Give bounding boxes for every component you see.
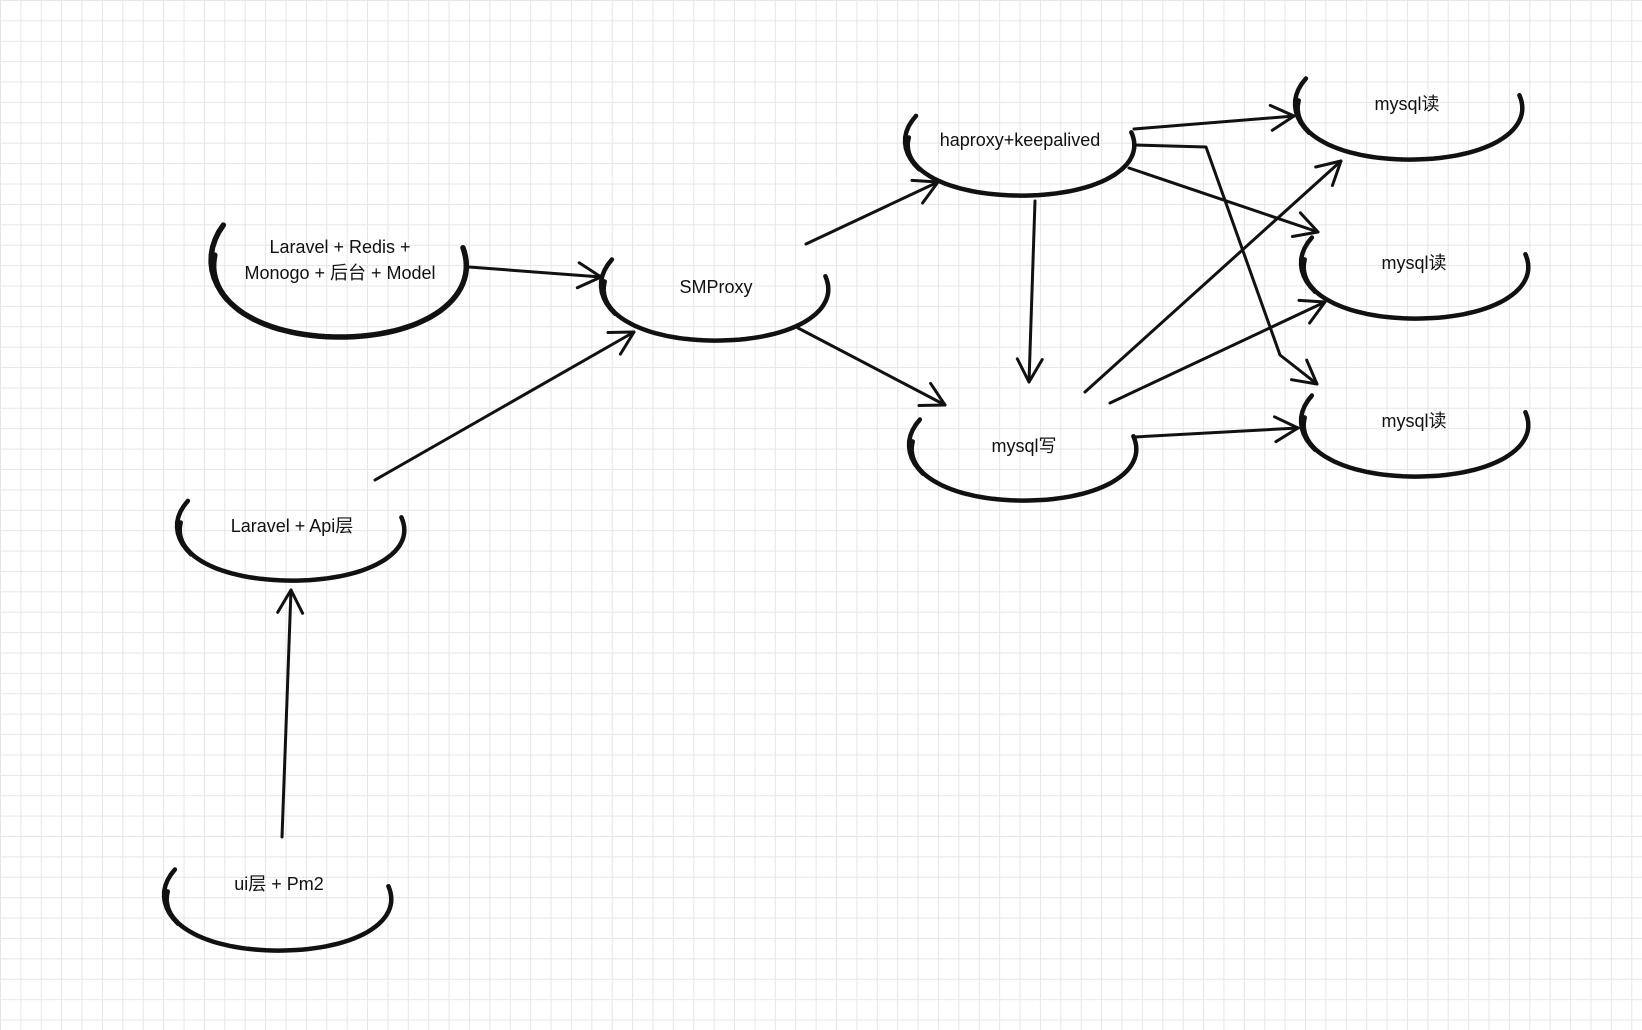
- node-label-mysql-write: mysql写: [991, 433, 1056, 459]
- edge-api-to-smproxy[interactable]: [373, 330, 636, 482]
- node-label-mysql-read-1: mysql读: [1374, 91, 1439, 117]
- edge-haproxy-to-mysql-read-1[interactable]: [1132, 114, 1296, 131]
- node-haproxy-line-1: haproxy+keepalived: [939, 130, 1101, 150]
- node-ui-line-1: ui层 + Pm2: [234, 874, 324, 894]
- nodes-layer: [161, 76, 1531, 953]
- node-haproxy-stroke: [902, 113, 922, 172]
- edge-smproxy-to-haproxy[interactable]: [804, 180, 940, 246]
- node-mysql-read-1-stroke: [1292, 76, 1312, 136]
- edge-mysql-write-to-mysql-read-1[interactable]: [1083, 159, 1343, 394]
- edges-layer: [276, 103, 1343, 839]
- edge-mysql-write-to-mysql-read-3[interactable]: [1133, 426, 1300, 439]
- node-ui-stroke: [161, 867, 181, 927]
- node-admin-line-1: Laravel + Redis +: [269, 237, 411, 257]
- arrowhead-mysql-read-3: [1273, 415, 1300, 444]
- node-mysql-read-1-line-1: mysql读: [1374, 94, 1440, 114]
- node-mysql-read-2-line-1: mysql读: [1381, 253, 1447, 273]
- arrowhead-smproxy: [606, 330, 636, 356]
- node-mysql-read-3-line-1: mysql读: [1381, 411, 1447, 431]
- node-admin-stroke: [208, 222, 230, 303]
- node-mysql-write-line-1: mysql写: [991, 436, 1057, 456]
- node-label-haproxy: haproxy+keepalived: [940, 127, 1101, 153]
- node-label-smproxy: SMProxy: [679, 274, 752, 300]
- edge-ui-to-api[interactable]: [280, 588, 293, 839]
- arrowhead-mysql-write: [917, 381, 947, 407]
- arrowhead-mysql-write: [1015, 357, 1044, 384]
- node-mysql-read-3-stroke: [1298, 393, 1318, 453]
- node-mysql-read-2-stroke: [1298, 235, 1318, 295]
- edge-admin-to-smproxy[interactable]: [467, 265, 603, 279]
- arrowhead-mysql-read-3: [1289, 358, 1319, 386]
- arrowhead-mysql-read-2: [1290, 211, 1320, 238]
- node-admin-line-2: Monogo + 后台 + Model: [244, 263, 436, 283]
- edge-mysql-write-to-mysql-read-2[interactable]: [1108, 300, 1327, 405]
- arrowhead-mysql-read-2: [1297, 298, 1327, 325]
- node-mysql-write-stroke: [906, 417, 926, 477]
- arrowhead-api: [276, 588, 305, 615]
- node-api-line-1: Laravel + Api层: [230, 516, 354, 536]
- arrowhead-mysql-read-1: [1314, 159, 1343, 187]
- node-label-mysql-read-3: mysql读: [1381, 408, 1446, 434]
- node-smproxy-line-1: SMProxy: [679, 277, 753, 297]
- node-api-stroke: [174, 498, 194, 557]
- node-label-mysql-read-2: mysql读: [1381, 250, 1446, 276]
- edge-haproxy-to-mysql-write[interactable]: [1027, 199, 1037, 384]
- edge-smproxy-to-mysql-write[interactable]: [796, 326, 947, 407]
- node-label-admin: Laravel + Redis + Monogo + 后台 + Model: [244, 234, 435, 286]
- node-label-api: Laravel + Api层: [231, 513, 354, 539]
- node-label-ui: ui层 + Pm2: [234, 871, 324, 897]
- node-smproxy-stroke: [598, 257, 618, 317]
- arrowhead-mysql-read-1: [1268, 103, 1296, 132]
